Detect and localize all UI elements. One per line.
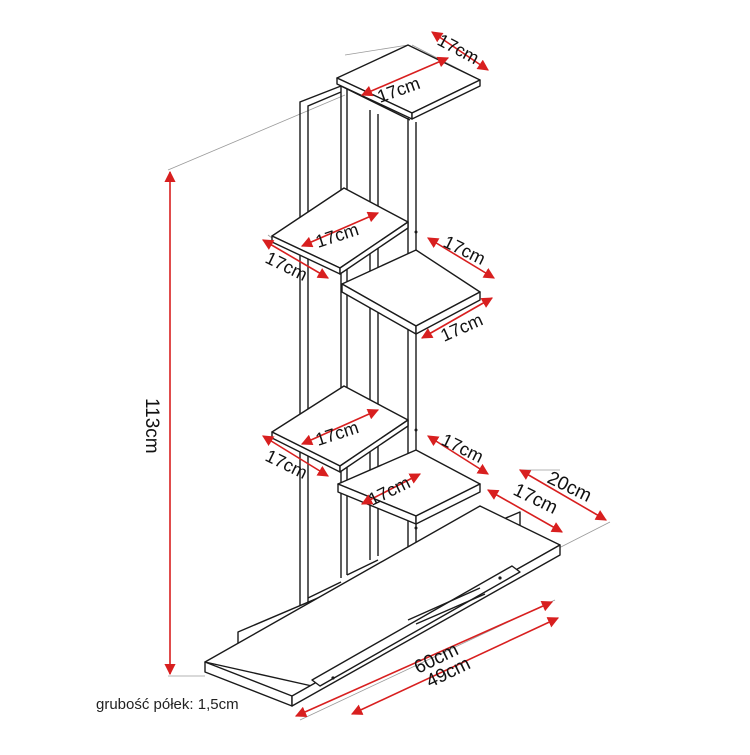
label-shelf3-depth: 17cm [440,232,488,269]
arrow-s2-depth [262,239,329,279]
label-total-height: 113cm [141,398,162,454]
arrow-top-depth [431,31,489,71]
arrow-s5-width [361,473,421,505]
arrow-s4-depth [262,435,329,477]
back-frame [299,85,411,613]
base [204,505,561,707]
arrow-base-depth-outer [519,469,607,521]
arrow-top-width [360,56,450,97]
arrow-base-length-inner [350,617,560,715]
arrow-base-depth-inner [487,489,563,533]
label-shelf5-depth: 17cm [438,430,486,467]
arrow-s5-depth [427,435,489,475]
dimension-arrows [164,31,607,718]
shelf-thickness-note: grubość półek: 1,5cm [96,696,239,713]
front-frame [407,118,418,624]
arrow-s3-depth [427,237,495,279]
arrow-s3-width [421,297,493,339]
